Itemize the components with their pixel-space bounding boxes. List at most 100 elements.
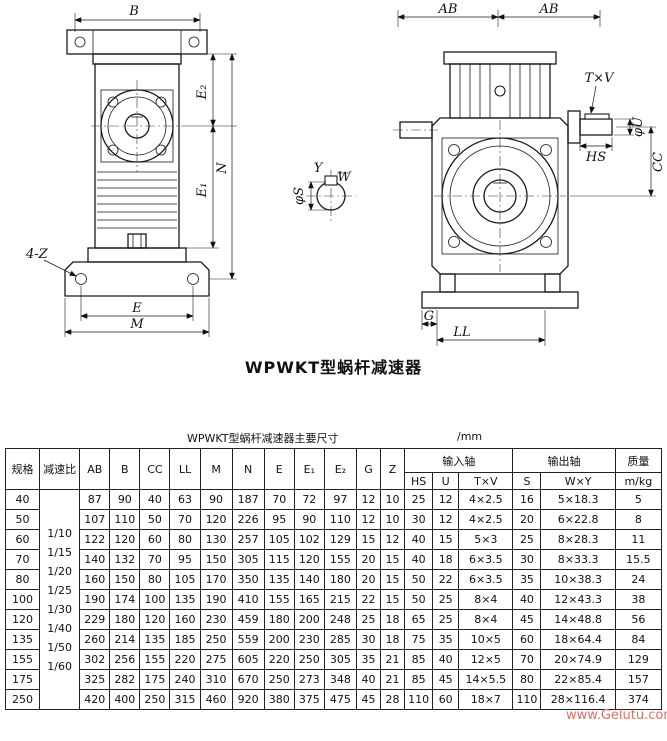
dim-cell: 105 xyxy=(169,569,201,590)
dim-cell: 605 xyxy=(231,649,265,670)
dim-cell: 185 xyxy=(169,629,201,650)
col-header-mass-unit: m/kg xyxy=(614,472,663,490)
dim-label-b: B xyxy=(128,4,139,19)
dim-label-cc: CC xyxy=(651,152,666,172)
dim-cell: 459 xyxy=(231,609,265,630)
dim-cell: 230 xyxy=(199,609,233,630)
col-header-s: S xyxy=(512,472,542,490)
dim-cell: 420 xyxy=(79,689,111,710)
spec-cell: 250 xyxy=(4,689,41,710)
dim-label-e: E xyxy=(131,301,142,316)
col-header-u: U xyxy=(432,472,460,490)
dim-cell: 22 xyxy=(355,589,382,610)
dim-cell: 21 xyxy=(380,649,406,670)
dim-cell: 45 xyxy=(512,609,542,630)
dim-cell: 15 xyxy=(355,529,382,550)
dim-cell: 25 xyxy=(355,609,382,630)
dim-cell: 70 xyxy=(512,649,542,670)
col-header-n: N xyxy=(231,448,265,490)
dim-cell: 325 xyxy=(79,669,111,690)
dim-cell: 20 xyxy=(512,509,542,530)
dim-label-ab-right: AB xyxy=(539,2,559,17)
dim-cell: 248 xyxy=(323,609,357,630)
dim-cell: 150 xyxy=(199,549,233,570)
ratio-value: 1/60 xyxy=(47,659,72,673)
dim-cell: 132 xyxy=(109,549,141,570)
spec-table: 规格 减速比 AB B CC LL M N E E₁ E₂ G Z 输入轴 输出… xyxy=(4,448,663,710)
dim-cell: 38 xyxy=(614,589,663,610)
dim-cell: 190 xyxy=(199,589,233,610)
dim-cell: 348 xyxy=(323,669,357,690)
dim-cell: 230 xyxy=(293,629,325,650)
dim-cell: 155 xyxy=(263,589,295,610)
ratio-value: 1/50 xyxy=(47,640,72,654)
dim-cell: 180 xyxy=(109,609,141,630)
dim-cell: 155 xyxy=(139,649,171,670)
dim-cell: 110 xyxy=(323,509,357,530)
col-header-z: Z xyxy=(380,448,406,490)
dim-cell: 380 xyxy=(263,689,295,710)
dim-cell: 174 xyxy=(109,589,141,610)
dim-cell: 157 xyxy=(614,669,663,690)
dim-cell: 102 xyxy=(293,529,325,550)
dim-cell: 256 xyxy=(109,649,141,670)
spec-cell: 60 xyxy=(4,529,41,550)
table-title: WPWKT型蜗杆减速器主要尺寸 xyxy=(187,432,339,445)
dim-cell: 12 xyxy=(432,509,460,530)
ratio-value: 1/10 xyxy=(47,526,72,540)
dim-cell: 165 xyxy=(293,589,325,610)
dim-cell: 25 xyxy=(512,529,542,550)
shaft-key-detail-drawing: Y W φS xyxy=(292,161,356,222)
dim-cell: 400 xyxy=(109,689,141,710)
dim-cell: 140 xyxy=(293,569,325,590)
dim-cell: 75 xyxy=(404,629,434,650)
dim-cell: 110 xyxy=(109,509,141,530)
spec-cell: 50 xyxy=(4,509,41,530)
dim-cell: 24 xyxy=(614,569,663,590)
dim-cell: 15.5 xyxy=(614,549,663,570)
side-view-drawing: AB AB T×V xyxy=(393,2,666,346)
dim-cell: 250 xyxy=(199,629,233,650)
dim-cell: 70 xyxy=(263,489,295,510)
ratio-value: 1/30 xyxy=(47,602,72,616)
dim-cell: 18 xyxy=(380,629,406,650)
dim-cell: 220 xyxy=(263,649,295,670)
dim-cell: 5×3 xyxy=(458,529,514,550)
dim-cell: 559 xyxy=(231,629,265,650)
dim-cell: 282 xyxy=(109,669,141,690)
dim-cell: 160 xyxy=(169,609,201,630)
dim-cell: 229 xyxy=(79,609,111,630)
dim-cell: 60 xyxy=(512,629,542,650)
dim-label-y: Y xyxy=(314,161,324,176)
spec-table-section: WPWKT型蜗杆减速器主要尺寸 /mm 规格 减速比 AB B CC LL M … xyxy=(0,430,667,710)
dim-cell: 200 xyxy=(263,629,295,650)
dim-cell: 70 xyxy=(169,509,201,530)
spec-cell: 175 xyxy=(4,669,41,690)
dim-cell: 187 xyxy=(231,489,265,510)
dim-cell: 135 xyxy=(169,589,201,610)
dim-cell: 50 xyxy=(404,589,434,610)
spec-cell: 80 xyxy=(4,569,41,590)
dim-cell: 250 xyxy=(293,649,325,670)
dim-cell: 87 xyxy=(79,489,111,510)
dim-label-txv: T×V xyxy=(585,71,616,86)
dim-label-e2: E₂ xyxy=(195,85,210,101)
dim-cell: 250 xyxy=(139,689,171,710)
dim-cell: 12×43.3 xyxy=(540,589,616,610)
dim-cell: 85 xyxy=(404,649,434,670)
col-group-output-shaft: 输出轴 xyxy=(512,448,616,473)
dim-cell: 120 xyxy=(293,549,325,570)
dim-cell: 95 xyxy=(169,549,201,570)
dim-cell: 15 xyxy=(380,589,406,610)
dim-cell: 220 xyxy=(169,649,201,670)
dim-cell: 70 xyxy=(139,549,171,570)
